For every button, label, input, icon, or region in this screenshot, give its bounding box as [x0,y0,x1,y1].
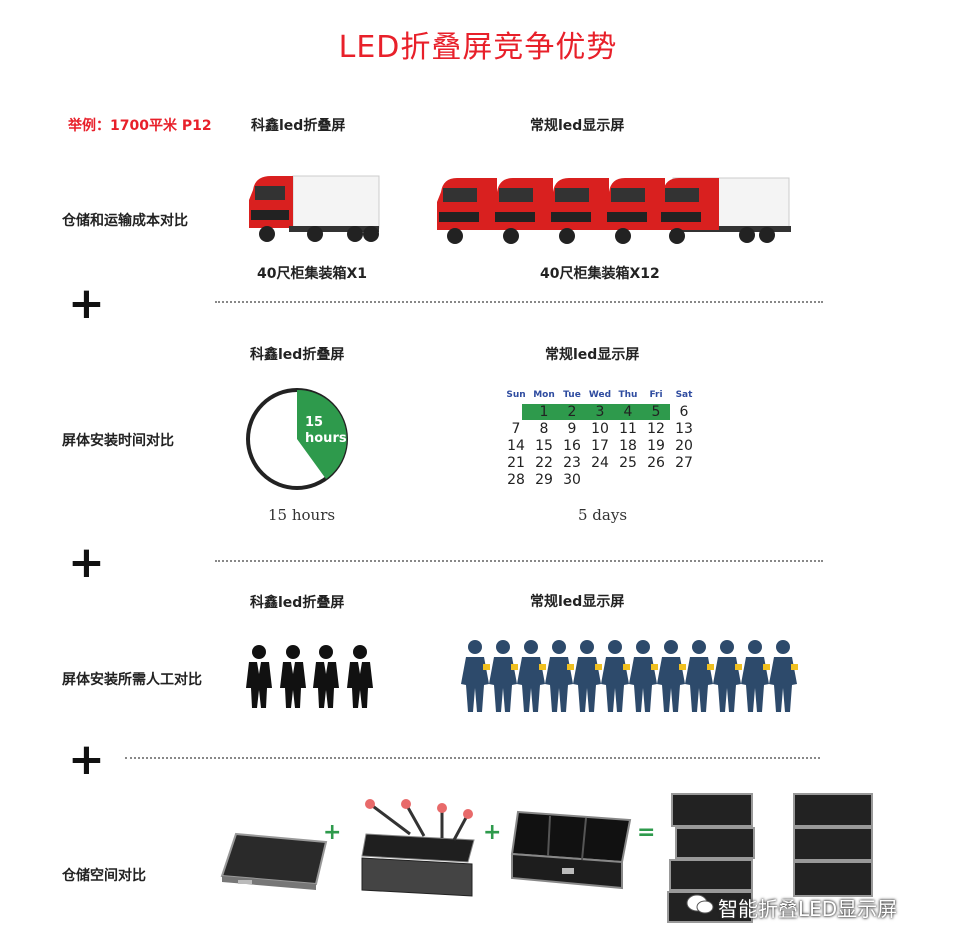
calendar-weekday: Fri [649,390,663,400]
calendar-day: 22 [535,455,553,471]
calendar-weekday: Sun [506,390,526,400]
calendar-day: 15 [535,438,553,454]
calendar-day: 29 [535,472,553,488]
calendar-weekday: Tue [563,390,581,400]
open-flight-case-image [510,810,632,890]
clock-unit: hours [305,431,347,446]
calendar-day: 24 [591,455,609,471]
truck-fleet-image [437,177,791,244]
folded-panel-image [220,832,328,890]
transport-right-label: 常规led显示屏 [530,118,625,134]
worker-icon [246,645,272,708]
calendar-day: 25 [619,455,637,471]
storage-plus-2: + [483,820,502,845]
plus-sign-1: + [68,278,105,329]
calendar-day: 6 [679,404,689,420]
calendar-day: 28 [507,472,525,488]
time-row-label: 屏体安装时间对比 [62,433,174,449]
divider-1 [215,301,823,303]
plus-sign-3: + [68,734,105,785]
page-title: LED折叠屏竞争优势 [338,30,618,65]
calendar-day: 11 [619,421,637,437]
transport-right-caption: 40尺柜集装箱X12 [540,266,660,282]
folding-workers-image [246,645,373,708]
calendar-day: 1 [539,404,549,420]
labor-row-label: 屏体安装所需人工对比 [62,672,202,688]
example-label: 举例：1700平米 P12 [68,118,212,134]
case-tower-image [793,793,873,897]
calendar-day: 19 [647,438,665,454]
transport-left-caption: 40尺柜集装箱X1 [257,266,368,282]
clock-chart [246,388,348,490]
single-truck-image [249,175,380,242]
clock-value: 15 [305,415,324,430]
calendar-day: 14 [507,438,525,454]
storage-equals: = [637,820,656,845]
transport-row-label: 仓储和运输成本对比 [62,213,188,229]
calendar-weekday: Sat [675,390,693,400]
calendar-day: 20 [675,438,693,454]
time-left-caption: 15 hours [268,506,336,524]
calendar-day: 4 [623,404,633,420]
calendar-day: 2 [567,404,577,420]
calendar-day: 18 [619,438,637,454]
calendar-day: 26 [647,455,665,471]
calendar-day: 10 [591,421,609,437]
calendar-weekday: Mon [533,390,555,400]
calendar-highlight [521,404,670,420]
clock-sector [297,389,347,479]
truck-icon [249,175,380,242]
calendar-day: 8 [539,421,549,437]
worker-icon [280,645,306,708]
calendar-day: 30 [563,472,581,488]
worker-icon [313,645,339,708]
time-right-caption: 5 days [578,506,628,524]
storage-row-label: 仓储空间对比 [62,868,146,884]
regular-workers-image [461,640,798,712]
calendar-day: 5 [651,404,661,420]
labor-right-label: 常规led显示屏 [530,594,625,610]
calendar-day: 13 [675,421,693,437]
watermark-text: 智能折叠LED显示屏 [718,897,898,921]
calendar-day: 21 [507,455,525,471]
calendar-weekday: Thu [618,390,638,400]
calendar-day: 9 [567,421,577,437]
divider-2 [215,560,823,562]
calendar-day: 17 [591,438,609,454]
storage-plus-1: + [323,820,342,845]
panel-in-case-image [361,799,475,897]
calendar-day: 3 [595,404,605,420]
labor-left-label: 科鑫led折叠屏 [250,595,345,611]
divider-3 [125,757,820,759]
calendar-day: 23 [563,455,581,471]
time-right-label: 常规led显示屏 [545,347,640,363]
calendar-day: 16 [563,438,581,454]
calendar-day: 12 [647,421,665,437]
transport-left-label: 科鑫led折叠屏 [251,118,346,134]
calendar-day: 27 [675,455,693,471]
calendar-day: 7 [511,421,521,437]
wechat-icon [686,894,714,914]
worker-icon [347,645,373,708]
calendar-weekday: Wed [588,390,612,400]
time-left-label: 科鑫led折叠屏 [250,347,345,363]
stacked-cases-image [667,793,755,923]
plus-sign-2: + [68,537,105,588]
